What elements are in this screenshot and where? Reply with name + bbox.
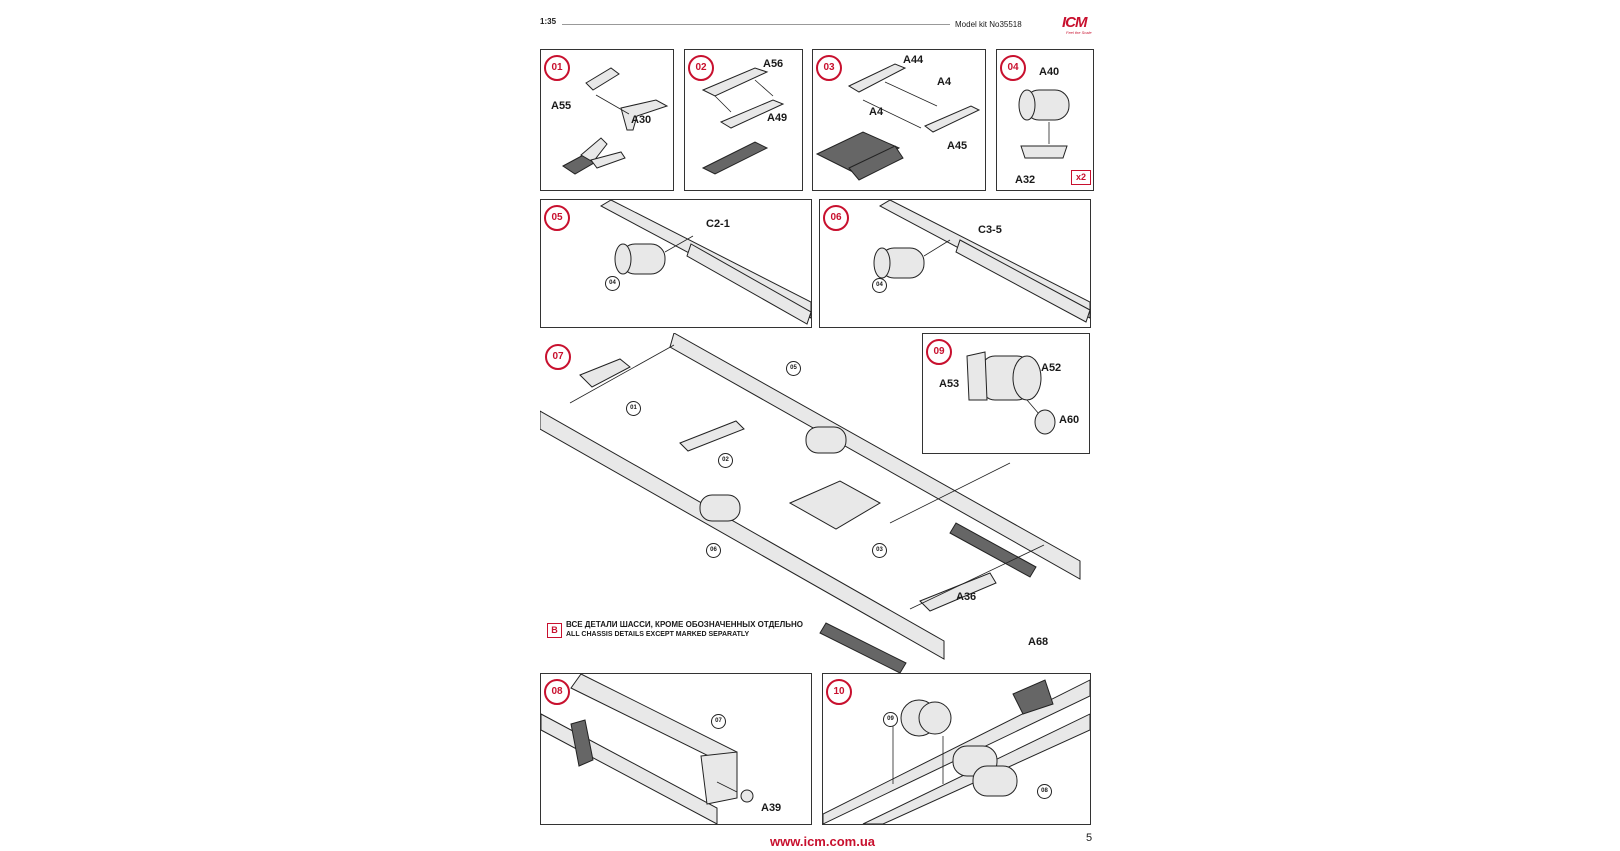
part-label-a4-lower: A4 — [869, 106, 884, 118]
step-05-badge: 05 — [544, 205, 570, 231]
step-03-drawing — [815, 63, 981, 181]
step-10-drawing — [823, 679, 1090, 824]
scale-label: 1:35 — [540, 17, 557, 26]
step-06-panel: 06 C3-5 04 — [819, 199, 1091, 328]
step-07-badge: 07 — [545, 344, 571, 370]
step-ref-07: 07 — [711, 714, 726, 729]
part-label-a44: A44 — [903, 54, 924, 66]
step-ref-01: 01 — [626, 401, 641, 416]
step-02-drawing — [701, 67, 785, 175]
part-label-a4-upper: A4 — [937, 76, 952, 88]
part-label-a45: A45 — [947, 140, 968, 152]
header-rule — [562, 24, 950, 25]
step-ref-09: 09 — [883, 712, 898, 727]
part-label-a30: A30 — [631, 114, 652, 126]
step-08-badge: 08 — [544, 679, 570, 705]
step-02-badge: 02 — [688, 55, 714, 81]
note-badge: B — [547, 623, 562, 638]
step-03-panel: 03 A44 A4 A4 A45 — [812, 49, 986, 191]
step-01-badge: 01 — [544, 55, 570, 81]
quantity-x2-badge: x2 — [1071, 170, 1091, 185]
step-04-drawing — [1018, 89, 1070, 159]
step-09-drawing — [966, 351, 1056, 435]
part-label-c3-5: C3-5 — [978, 224, 1002, 236]
part-label-a60: A60 — [1059, 414, 1080, 426]
step-ref-05: 05 — [786, 361, 801, 376]
note-text-ru: ВСЕ ДЕТАЛИ ШАССИ, КРОМЕ ОБОЗНАЧЕННЫХ ОТД… — [566, 620, 803, 629]
step-02-panel: 02 A56 A49 — [684, 49, 803, 191]
step-10-badge: 10 — [826, 679, 852, 705]
part-label-a32: A32 — [1015, 174, 1036, 186]
part-label-a53: A53 — [939, 378, 960, 390]
part-label-a40: A40 — [1039, 66, 1060, 78]
step-ref-08: 08 — [1037, 784, 1052, 799]
part-label-a52: A52 — [1041, 362, 1062, 374]
logo-text: ICM — [1062, 14, 1087, 31]
step-ref-06: 06 — [706, 543, 721, 558]
step-04-panel: 04 A40 A32 x2 — [996, 49, 1094, 191]
step-01-panel: 01 A55 A30 — [540, 49, 674, 191]
step-07-area: 07 05 01 02 03 06 A36 A68 — [540, 333, 1106, 673]
step-ref-04: 04 — [605, 276, 620, 291]
step-05-drawing — [599, 200, 811, 325]
part-label-a68: A68 — [1028, 636, 1049, 648]
kit-number: Model kit No35518 — [955, 20, 1022, 29]
step-ref-02: 02 — [718, 453, 733, 468]
icm-logo: ICM Feel the Scale — [1062, 14, 1106, 42]
step-05-panel: 05 C2-1 04 — [540, 199, 812, 328]
step-ref-04: 04 — [872, 278, 887, 293]
step-07-drawing — [540, 333, 1081, 673]
step-06-badge: 06 — [823, 205, 849, 231]
step-03-badge: 03 — [816, 55, 842, 81]
website-link[interactable]: www.icm.com.ua — [770, 834, 875, 849]
step-10-panel: 10 09 08 — [822, 673, 1091, 825]
part-label-a36: A36 — [956, 591, 977, 603]
step-08-panel: 08 07 A39 — [540, 673, 812, 825]
part-label-a56: A56 — [763, 58, 784, 70]
part-label-a55: A55 — [551, 100, 572, 112]
step-09-panel: 09 A52 A53 A60 — [922, 333, 1090, 454]
logo-tagline: Feel the Scale — [1066, 30, 1092, 35]
note-text-en: ALL CHASSIS DETAILS EXCEPT MARKED SEPARA… — [566, 631, 750, 638]
part-label-a49: A49 — [767, 112, 788, 124]
page-number: 5 — [1086, 832, 1093, 844]
step-01-drawing — [562, 67, 669, 175]
step-09-badge: 09 — [926, 339, 952, 365]
step-04-badge: 04 — [1000, 55, 1026, 81]
part-label-a39: A39 — [761, 802, 782, 814]
part-label-c2-1: C2-1 — [706, 218, 730, 230]
step-08-drawing — [541, 674, 754, 824]
step-06-drawing — [873, 200, 1090, 323]
step-ref-03: 03 — [872, 543, 887, 558]
